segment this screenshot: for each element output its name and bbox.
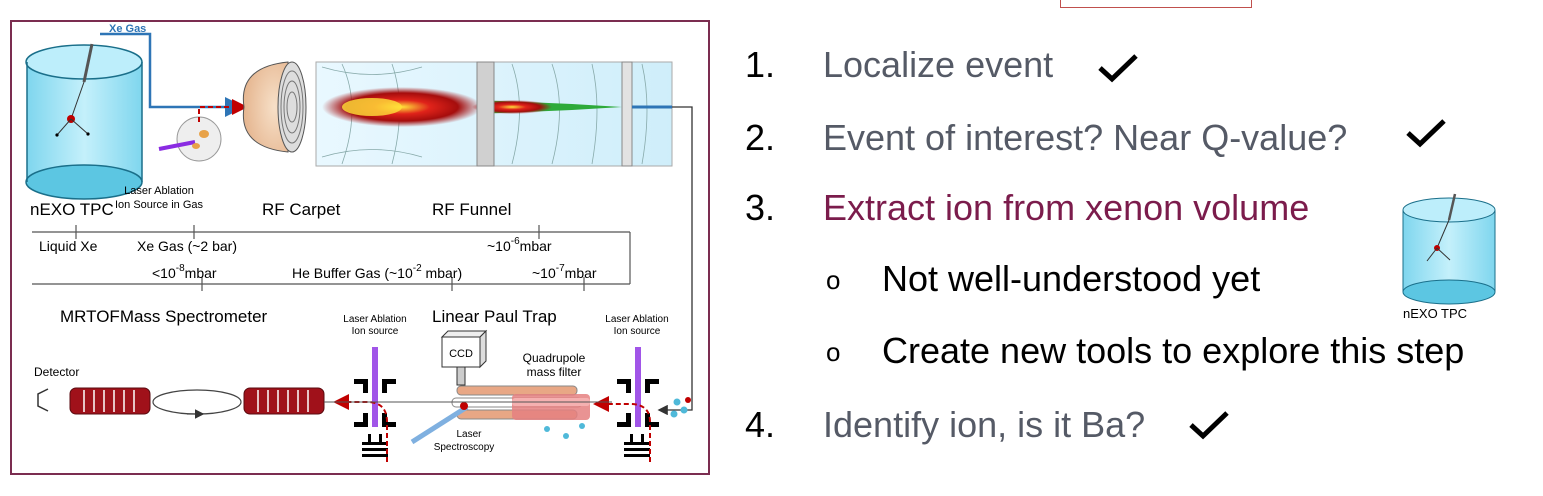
he-buffer-label: He Buffer Gas (~10-2 mbar): [292, 263, 462, 281]
checkmark-icon: [1098, 54, 1138, 83]
tpc-inset-icon: [1402, 193, 1496, 305]
sub-bullet-2: o: [826, 337, 841, 367]
ccd-camera: CCD: [440, 329, 488, 386]
nexo-tpc-label: nEXO TPC: [30, 200, 114, 219]
ccd-label: CCD: [449, 348, 473, 360]
laser-spec-label2: Spectroscopy: [434, 442, 495, 453]
detector-icon: [37, 388, 49, 412]
detector-label: Detector: [34, 365, 79, 379]
quadrupole-label1: Quadrupole: [523, 351, 586, 365]
tpc-cylinder: [25, 43, 143, 200]
sub-item-2-text: Create new tools to explore this step: [882, 330, 1465, 371]
figure-panel: Xe Gas Laser Ablation Ion S: [10, 20, 710, 475]
sub-bullet-1: o: [826, 265, 841, 295]
rf-carpet: [242, 61, 307, 153]
transfer-line: [657, 106, 693, 416]
mrtof-pressure-label: <10-8mbar: [152, 263, 217, 281]
ion-source-left: [333, 347, 396, 462]
mrtof-label: MRTOFMass Spectrometer: [60, 307, 268, 326]
xe-gas-pressure-label: Xe Gas (~2 bar): [137, 238, 237, 254]
laser-ablation-label1: Laser Ablation: [343, 314, 406, 325]
step-4-text: Identify ion, is it Ba?: [823, 404, 1146, 445]
paul-trap-rods: [410, 385, 590, 445]
mrtof-mirror-right: [243, 387, 325, 415]
rf-funnel-label: RF Funnel: [432, 200, 511, 219]
top-red-box: [1060, 0, 1252, 8]
step-2-number: 2.: [745, 117, 776, 158]
laser-ablation-gas-label1: Laser Ablation: [124, 185, 194, 197]
sub-item-1-text: Not well-understood yet: [882, 258, 1261, 299]
step-2-text: Event of interest? Near Q-value?: [823, 117, 1348, 158]
ion-source-right: [593, 347, 691, 462]
step-3-text: Extract ion from xenon volume: [823, 187, 1310, 228]
laser-ablation-gas-label2: Ion Source in Gas: [115, 199, 204, 211]
laser-ablation-gas-source: [158, 99, 248, 162]
rf-funnel-field: [315, 61, 673, 167]
laser-ablation-label2: Ion source: [352, 326, 399, 337]
pressure-axis-lower: [32, 277, 630, 291]
liquid-xe-label: Liquid Xe: [39, 238, 98, 254]
laser-ablation-right-label2: Ion source: [614, 326, 661, 337]
rf-carpet-label: RF Carpet: [262, 200, 341, 219]
checkmark-icon: [1189, 411, 1229, 440]
laser-ablation-right-label1: Laser Ablation: [605, 314, 668, 325]
checkmark-icon: [1406, 119, 1446, 148]
mrtof-orbit: [152, 389, 242, 415]
laser-spec-label1: Laser: [456, 429, 482, 440]
xe-gas-label: Xe Gas: [109, 23, 146, 35]
linear-paul-trap-label: Linear Paul Trap: [432, 307, 557, 326]
step-4-number: 4.: [745, 404, 776, 445]
xe-gas-line: [100, 32, 245, 117]
mrtof-mirror-left: [69, 387, 151, 415]
funnel-pressure-label: ~10-6mbar: [487, 236, 552, 254]
inset-caption: nEXO TPC: [1403, 306, 1468, 321]
quadrupole-label2: mass filter: [527, 365, 582, 379]
step-3-number: 3.: [745, 187, 776, 228]
step-1-text: Localize event: [823, 44, 1054, 85]
pressure-axis-upper: [32, 225, 631, 284]
trap-pressure-label: ~10-7mbar: [532, 263, 597, 281]
step-1-number: 1.: [745, 44, 776, 85]
setup-diagram: Xe Gas Laser Ablation Ion S: [25, 23, 693, 462]
